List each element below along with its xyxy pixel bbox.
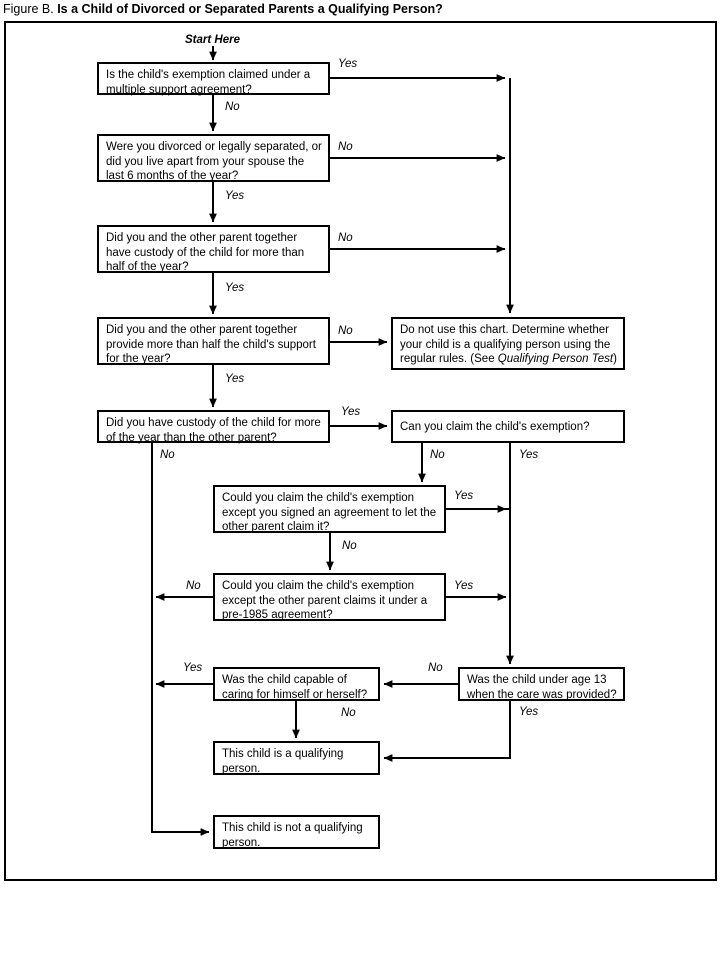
node-can-you-claim-exemption[interactable]: Can you claim the child's exemption? [391,410,625,443]
edge-label-q10-yes: Yes [519,706,539,718]
edge-label-q4-yes: Yes [225,373,245,385]
edge-label-q9-no: No [341,707,356,719]
node-divorced-or-separated[interactable]: Were you divorced or legally separated, … [97,134,330,182]
page-title: Figure B. Is a Child of Divorced or Sepa… [3,1,719,19]
edge-label-q6-no: No [430,449,445,461]
node-pre-1985-agreement-exemption[interactable]: Could you claim the child's exemption ex… [213,573,446,621]
edge-label-q5-yes: Yes [341,406,361,418]
edge-label-q6-yes: Yes [519,449,539,461]
node-multiple-support-agreement[interactable]: Is the child's exemption claimed under a… [97,62,330,96]
edge-label-q1-yes: Yes [338,58,358,70]
edge-label-q8-yes: Yes [454,580,474,592]
figure-label: Figure B. [3,2,54,16]
node-parents-provide-half-support[interactable]: Did you and the other parent together pr… [97,317,330,365]
edge-label-q5-no: No [160,449,175,461]
edge-label-q2-no: No [338,141,353,153]
edge-label-q3-no: No [338,232,353,244]
node-do-not-use-this-chart[interactable]: Do not use this chart. Determine whether… [391,317,625,370]
node-custody-more-of-year[interactable]: Did you have custody of the child for mo… [97,410,330,444]
node-child-under-age-13[interactable]: Was the child under age 13 when the care… [458,667,625,701]
edge-label-q2-yes: Yes [225,190,245,202]
figure-name: Is a Child of Divorced or Separated Pare… [57,2,443,16]
edge-label-q1-no: No [225,101,240,113]
node-child-capable-of-self-care[interactable]: Was the child capable of caring for hims… [213,667,380,701]
edge-label-q3-yes: Yes [225,282,245,294]
node-is-qualifying-person[interactable]: This child is a qualifying person. [213,741,380,775]
node-signed-agreement-exemption[interactable]: Could you claim the child's exemption ex… [213,485,446,533]
node-joint-custody-half-year[interactable]: Did you and the other parent together ha… [97,225,330,273]
edge-label-q7-yes: Yes [454,490,474,502]
do-not-use-text-part2: ) [613,353,617,365]
edge-label-q8-no: No [186,580,201,592]
edge-label-q4-no: No [338,325,353,337]
edge-label-q9-yes: Yes [183,662,203,674]
edge-label-q7-no: No [342,540,357,552]
qualifying-person-test-reference: Qualifying Person Test [497,353,614,365]
start-here-label: Start Here [185,34,240,46]
node-not-qualifying-person[interactable]: This child is not a qualifying person. [213,815,380,849]
edge-label-q10-no: No [428,662,443,674]
do-not-use-text-part1: Do not use this chart. Determine whether… [400,324,611,365]
